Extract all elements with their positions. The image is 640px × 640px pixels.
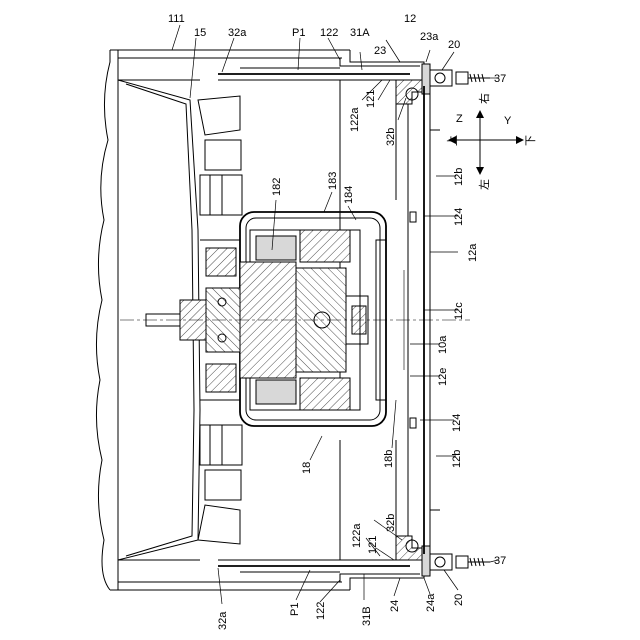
label-23: 23 (374, 45, 386, 57)
axis-down-label: 下 (524, 135, 537, 146)
label-20-top: 20 (448, 39, 460, 51)
label-122a-top: 122a (349, 107, 361, 132)
label-p1-bottom: P1 (289, 603, 301, 616)
label-122a-bottom: 122a (351, 523, 363, 548)
axis-left-label: 左 (478, 179, 491, 190)
label-37-top: 37 (494, 73, 506, 85)
label-183: 183 (327, 172, 339, 190)
label-111: 111 (168, 13, 185, 25)
label-p1-top: P1 (292, 27, 305, 39)
label-12b-top: 12b (453, 168, 465, 186)
label-15: 15 (194, 27, 206, 39)
label-23a: 23a (420, 31, 439, 43)
label-24a: 24a (425, 593, 437, 612)
label-12a: 12a (467, 243, 479, 262)
label-12b-bottom: 12b (451, 450, 463, 468)
label-32a-top: 32a (228, 27, 247, 39)
label-32b-top: 32b (385, 128, 397, 146)
label-32b-bottom: 32b (385, 514, 397, 532)
label-121-bottom: 121 (367, 536, 379, 554)
bolt-37-bottom (456, 556, 490, 568)
label-121-top: 121 (365, 90, 377, 108)
label-31b: 31B (361, 606, 373, 626)
label-184: 184 (343, 186, 355, 204)
label-12-top: 12 (404, 13, 416, 25)
label-10a: 10a (437, 335, 449, 354)
label-32a-bottom: 32a (217, 611, 229, 630)
label-182: 182 (271, 178, 283, 196)
label-18b: 18b (383, 450, 395, 468)
label-12c: 12c (453, 302, 465, 320)
axis-y-label: Y (504, 115, 512, 127)
axis-up-label: 上 (446, 135, 459, 146)
label-37-bottom: 37 (494, 555, 506, 567)
label-122-top: 122 (320, 27, 338, 39)
label-12e: 12e (437, 368, 449, 386)
axis-right-label: 右 (477, 93, 491, 104)
label-124-bottom: 124 (451, 414, 463, 432)
label-124-top: 124 (453, 208, 465, 226)
label-24: 24 (389, 600, 401, 612)
label-20-bottom: 20 (453, 594, 465, 606)
label-18: 18 (301, 462, 313, 474)
axis-z-label: Z (456, 113, 463, 125)
bolt-37-top (456, 72, 490, 84)
label-31a: 31A (350, 27, 370, 39)
label-122-bottom: 122 (315, 602, 327, 620)
bottom-flange (218, 440, 452, 590)
